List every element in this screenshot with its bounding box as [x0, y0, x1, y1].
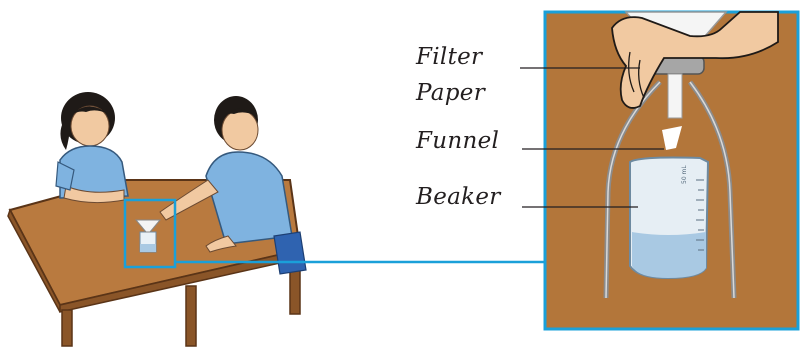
boy-arm-rest: [205, 235, 237, 253]
girl-ponytail: [60, 120, 70, 150]
label-beaker: Beaker: [416, 184, 501, 210]
filter-drip: [662, 126, 682, 150]
label-filter-paper-line2: Paper: [416, 80, 485, 106]
beaker-scale: [696, 179, 704, 251]
highlight-box: [123, 198, 177, 269]
boy-figure: [159, 96, 307, 275]
hand: [611, 11, 779, 109]
boy-shorts: [273, 231, 307, 275]
label-funnel: Funnel: [416, 128, 500, 154]
boy-face: [221, 109, 259, 151]
beaker-water: [632, 232, 706, 278]
beaker-marking: 50 mL: [681, 165, 688, 184]
boy-fringe: [220, 108, 256, 120]
inset-panel: 50 mL: [543, 10, 800, 331]
label-filter-paper-line1: Filter: [416, 44, 483, 70]
girl-shirt: [59, 145, 129, 199]
girl-sleeve: [55, 161, 75, 191]
girl-figure: [55, 92, 129, 204]
boy-shirt: [205, 151, 293, 245]
funnel-stem: [667, 73, 683, 119]
girl-fringe: [70, 106, 108, 116]
table-leg-front: [185, 285, 197, 347]
small-apparatus: [134, 219, 162, 253]
table-leg-left: [61, 309, 73, 347]
